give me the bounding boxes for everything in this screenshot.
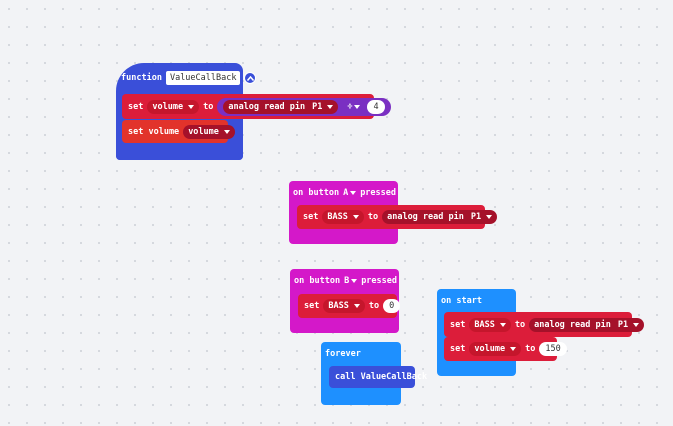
function-name-field[interactable]: ValueCallBack (165, 71, 241, 85)
variable-dropdown[interactable]: BASS (469, 317, 511, 332)
dropdown-arrow-icon[interactable] (633, 322, 640, 327)
to-keyword: to (203, 101, 214, 112)
reporter-label: analog read pin (228, 101, 306, 112)
button-name: B (344, 276, 350, 286)
on-button-label: on button (293, 188, 340, 198)
to-keyword: to (367, 212, 379, 222)
on-start-label: on start (441, 296, 482, 306)
volume-reporter[interactable]: volume (183, 124, 235, 139)
dropdown-arrow-icon (353, 304, 360, 308)
dropdown-arrow-icon (352, 215, 359, 219)
variable-name: volume (474, 344, 506, 354)
on-button-label: on button (294, 276, 341, 286)
on-start-header: on start (441, 296, 482, 306)
set-volume-music-statement[interactable]: set volume volume (122, 120, 235, 143)
set-volume-label: set volume (128, 126, 180, 137)
variable-name: volume (188, 126, 219, 137)
variable-dropdown[interactable]: BASS (322, 210, 364, 224)
set-keyword: set (303, 212, 319, 222)
pin-value: P1 (312, 101, 323, 112)
dropdown-arrow-icon (188, 104, 195, 109)
analog-read-pin-block[interactable]: analog read pin P1 (223, 99, 339, 114)
button-dropdown[interactable]: B (344, 276, 358, 286)
value-input[interactable]: 150 (539, 342, 567, 356)
pressed-label: pressed (360, 188, 397, 198)
value-input[interactable]: 0 (383, 299, 401, 313)
pin-value: P1 (470, 212, 482, 222)
set-keyword: set (304, 301, 320, 311)
reporter-label: analog read pin (387, 212, 464, 222)
divide-block[interactable]: analog read pin P1 ÷ 4 (217, 97, 391, 116)
button-name: A (343, 188, 349, 198)
operator-dropdown[interactable]: ÷ (347, 101, 361, 112)
variable-dropdown[interactable]: BASS (323, 299, 365, 313)
button-b-header: on button B pressed (294, 276, 397, 286)
dropdown-arrow-icon[interactable] (327, 104, 334, 109)
to-keyword: to (525, 344, 536, 354)
dropdown-arrow-icon (510, 347, 517, 351)
dropdown-arrow-icon[interactable] (486, 215, 493, 219)
set-volume-analog-statement[interactable]: set volume to analog read pin P1 ÷ 4 (122, 94, 391, 119)
call-label: call ValueCallBack (335, 372, 428, 382)
variable-name: volume (152, 101, 184, 112)
set-keyword: set (450, 344, 466, 354)
pin-value: P1 (617, 319, 629, 330)
variable-dropdown[interactable]: volume (147, 99, 200, 114)
collapse-icon[interactable] (244, 72, 257, 84)
divisor-input[interactable]: 4 (367, 99, 385, 114)
reporter-label: analog read pin (534, 319, 611, 330)
variable-dropdown[interactable]: volume (469, 342, 522, 356)
variable-name: BASS (474, 319, 495, 330)
operator-symbol: ÷ (347, 101, 353, 112)
set-bass-analog-statement[interactable]: set BASS to analog read pin P1 (444, 312, 645, 337)
set-keyword: set (450, 319, 466, 330)
set-volume-number-statement[interactable]: set volume to 150 (444, 337, 567, 361)
call-function-statement[interactable]: call ValueCallBack (329, 366, 427, 388)
dropdown-arrow-icon (499, 322, 506, 327)
button-a-header: on button A pressed (293, 188, 396, 198)
function-header: function ValueCallBack (121, 71, 257, 85)
to-keyword: to (514, 319, 526, 330)
dropdown-arrow-icon (354, 104, 361, 109)
set-bass-analog-statement[interactable]: set BASS to analog read pin P1 (297, 205, 498, 229)
dropdown-arrow-icon (351, 279, 358, 283)
dropdown-arrow-icon (223, 129, 230, 134)
set-keyword: set (128, 101, 144, 112)
pressed-label: pressed (361, 276, 398, 286)
forever-header: forever (325, 349, 361, 359)
variable-name: BASS (328, 301, 349, 311)
set-bass-zero-statement[interactable]: set BASS to 0 (298, 294, 401, 318)
function-keyword: function (121, 73, 162, 83)
to-keyword: to (368, 301, 380, 311)
analog-read-pin-block[interactable]: analog read pin P1 (382, 210, 498, 224)
variable-name: BASS (327, 212, 348, 222)
forever-label: forever (325, 349, 361, 359)
dropdown-arrow-icon (350, 191, 357, 195)
analog-read-pin-block[interactable]: analog read pin P1 (529, 317, 645, 332)
button-dropdown[interactable]: A (343, 188, 357, 198)
